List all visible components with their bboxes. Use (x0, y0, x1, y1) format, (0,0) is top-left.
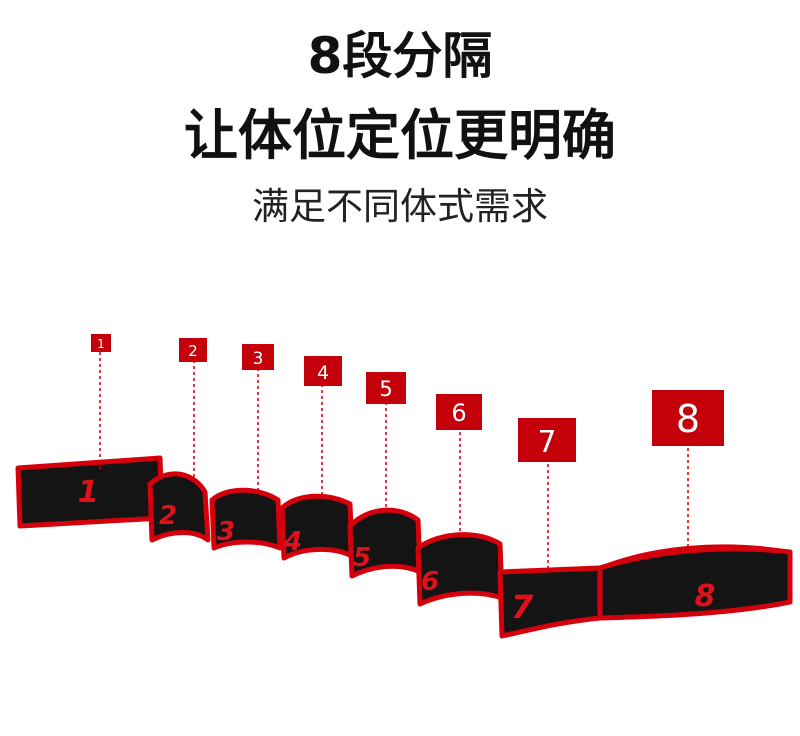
callout-label-3: 3 (242, 344, 274, 370)
callout-text-7: 7 (537, 425, 556, 460)
strap-number-6: 6 (421, 567, 439, 597)
callout-label-1: 1 (91, 334, 111, 352)
callout-text-5: 5 (379, 377, 392, 401)
strap-number-4: 4 (283, 527, 302, 557)
strap-segment-5: 5 (347, 507, 423, 579)
callout-label-4: 4 (304, 356, 342, 386)
callout-label-5: 5 (366, 372, 406, 404)
leader-lines (99, 352, 689, 568)
strap-segment-1: 1 (15, 455, 165, 529)
callout-text-8: 8 (676, 397, 700, 441)
strap-segment-8: 8 (597, 544, 793, 621)
strap-number-2: 2 (159, 501, 177, 531)
headline-line-1: 8段分隔 (307, 27, 493, 85)
headline-line-2: 让体位定位更明确 (184, 104, 616, 167)
strap-number-8: 8 (695, 579, 716, 614)
subheadline: 满足不同体式需求 (252, 185, 548, 228)
callout-label-6: 6 (436, 394, 482, 430)
callout-text-4: 4 (317, 362, 329, 384)
strap-segment-4: 4 (279, 493, 355, 561)
strap-segment-2: 2 (147, 471, 211, 543)
strap-segment-3: 3 (209, 487, 283, 551)
strap-segment-7: 7 (497, 565, 603, 639)
strap-number-5: 5 (353, 543, 371, 573)
callout-label-8: 8 (652, 390, 724, 446)
strap-number-3: 3 (217, 517, 235, 547)
callout-text-2: 2 (188, 342, 198, 360)
callout-label-2: 2 (179, 338, 207, 362)
callout-text-1: 1 (97, 337, 105, 351)
callout-labels: 1 2 3 4 5 6 7 8 (91, 334, 724, 462)
callout-text-6: 6 (451, 399, 466, 427)
strap-number-1: 1 (78, 475, 99, 510)
strap-body: 1 2 3 4 5 6 7 (15, 455, 793, 639)
callout-label-7: 7 (518, 418, 576, 462)
strap-number-7: 7 (511, 588, 534, 626)
strap-segment-6: 6 (415, 532, 505, 607)
stretch-strap-figure: 1 2 3 4 5 6 7 (15, 334, 793, 639)
callout-text-3: 3 (253, 349, 264, 369)
